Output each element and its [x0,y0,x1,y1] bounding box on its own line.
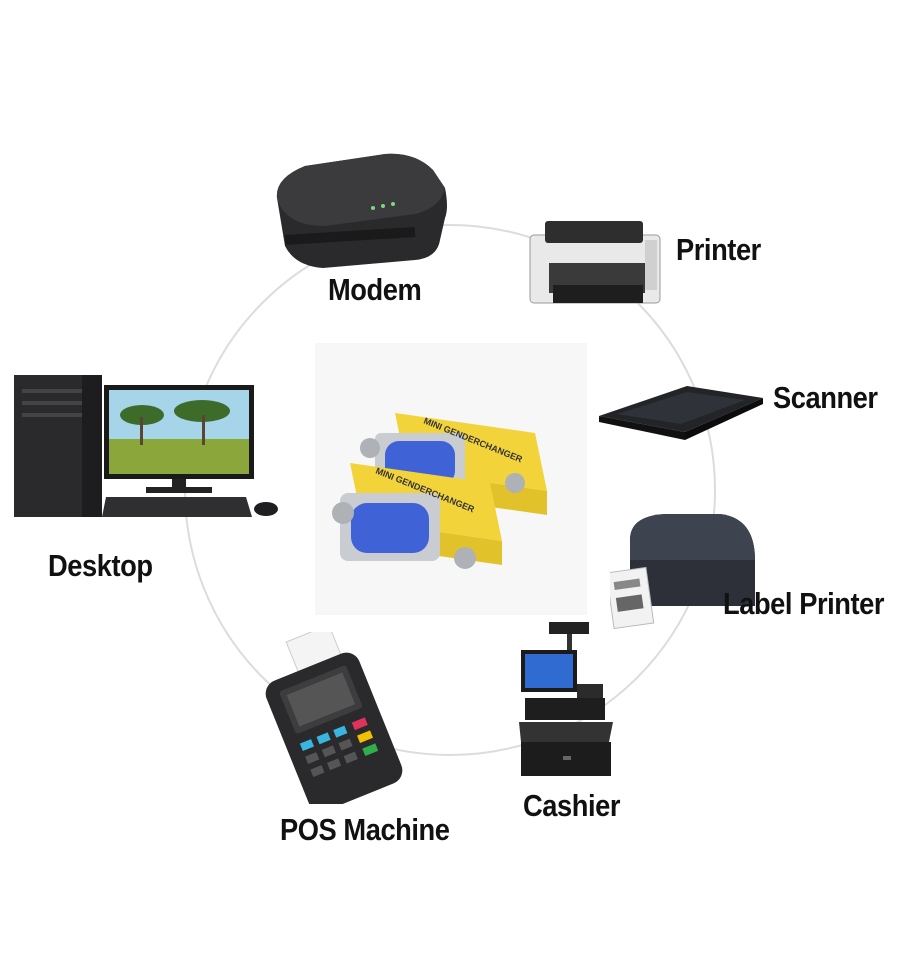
desktop-label: Desktop [48,548,153,583]
pos-machine-device [262,632,407,804]
printer-label: Printer [676,232,761,267]
cashier-device [515,622,617,780]
desktop-device [12,373,284,523]
printer-device [525,215,665,315]
desktop-computer-icon [14,375,278,517]
cashier-label: Cashier [523,788,621,823]
label-printer-device [610,510,760,630]
center-adapter: MINI GENDERCHANGER MINI GENDERCHANGER [315,343,587,615]
modem-device [265,148,450,270]
pos-machine-label: POS Machine [280,812,450,847]
scanner-label: Scanner [773,380,878,415]
router-icon [276,153,447,268]
modem-label: Modem [328,272,422,307]
label-printer-label: Label Printer [723,586,885,621]
cash-register-icon [519,622,613,776]
vga-gender-changer-icon: MINI GENDERCHANGER MINI GENDERCHANGER [315,343,587,615]
pos-terminal-icon [265,632,403,804]
scanner-icon [599,386,763,440]
scanner-device [595,380,767,442]
label-printer-icon [610,514,755,630]
printer-icon [529,221,661,304]
